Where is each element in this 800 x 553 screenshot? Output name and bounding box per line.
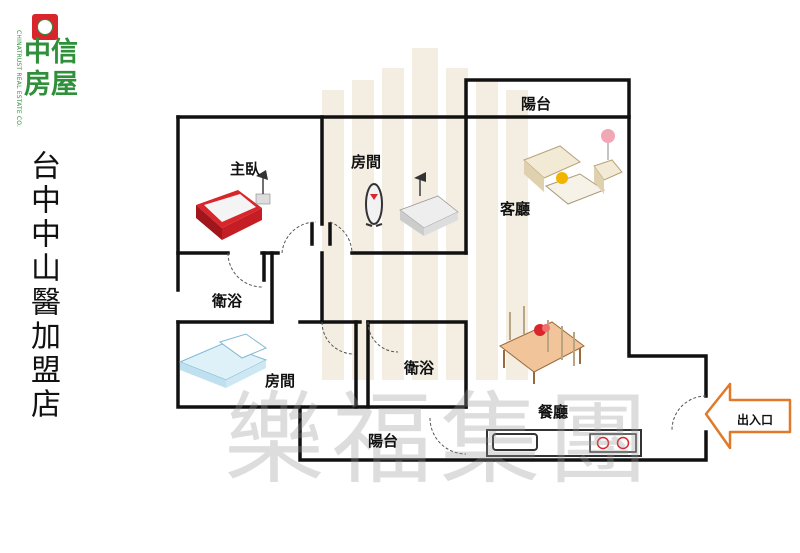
sink-icon xyxy=(492,433,538,451)
room-label-bedroom-lower: 房間 xyxy=(265,372,296,390)
room-label-bathroom-left: 衛浴 xyxy=(212,292,243,310)
entrance-arrow-icon xyxy=(704,382,792,450)
master-bed-icon xyxy=(196,170,271,240)
room-label-bedroom-middle: 房間 xyxy=(351,153,382,171)
lower-bedroom-bed-icon xyxy=(178,333,268,388)
kitchen-counter xyxy=(486,429,642,457)
room-label-balcony-top: 陽台 xyxy=(521,95,552,113)
company-logo: 中信 房屋 CHINATRUST REAL ESTATE CO. xyxy=(10,14,92,130)
watermark-text: 樂福集團 xyxy=(224,381,656,498)
room-label-master-bedroom: 主臥 xyxy=(230,160,261,178)
dining-table-icon xyxy=(499,306,585,384)
logo-brand-line2: 房屋 xyxy=(24,69,78,100)
room-label-dining-room: 餐廳 xyxy=(538,403,569,421)
logo-brand-line1: 中信 xyxy=(24,37,78,68)
door-swings xyxy=(227,221,707,455)
bedroom-mirror-icon xyxy=(365,183,383,227)
bedroom-bed-icon xyxy=(399,172,459,236)
room-label-bathroom-center: 衛浴 xyxy=(404,359,435,377)
store-title: 台中中山醫加盟店 xyxy=(25,150,60,422)
room-label-balcony-bottom: 陽台 xyxy=(368,432,399,450)
walls xyxy=(176,78,708,462)
room-label-living-room: 客廳 xyxy=(500,200,531,218)
chinatrust-logo-icon xyxy=(32,14,58,40)
living-room-sofa-icon xyxy=(523,129,623,205)
entrance-label: 出入口 xyxy=(737,413,774,427)
logo-side-text: CHINATRUST REAL ESTATE CO. xyxy=(15,30,22,128)
